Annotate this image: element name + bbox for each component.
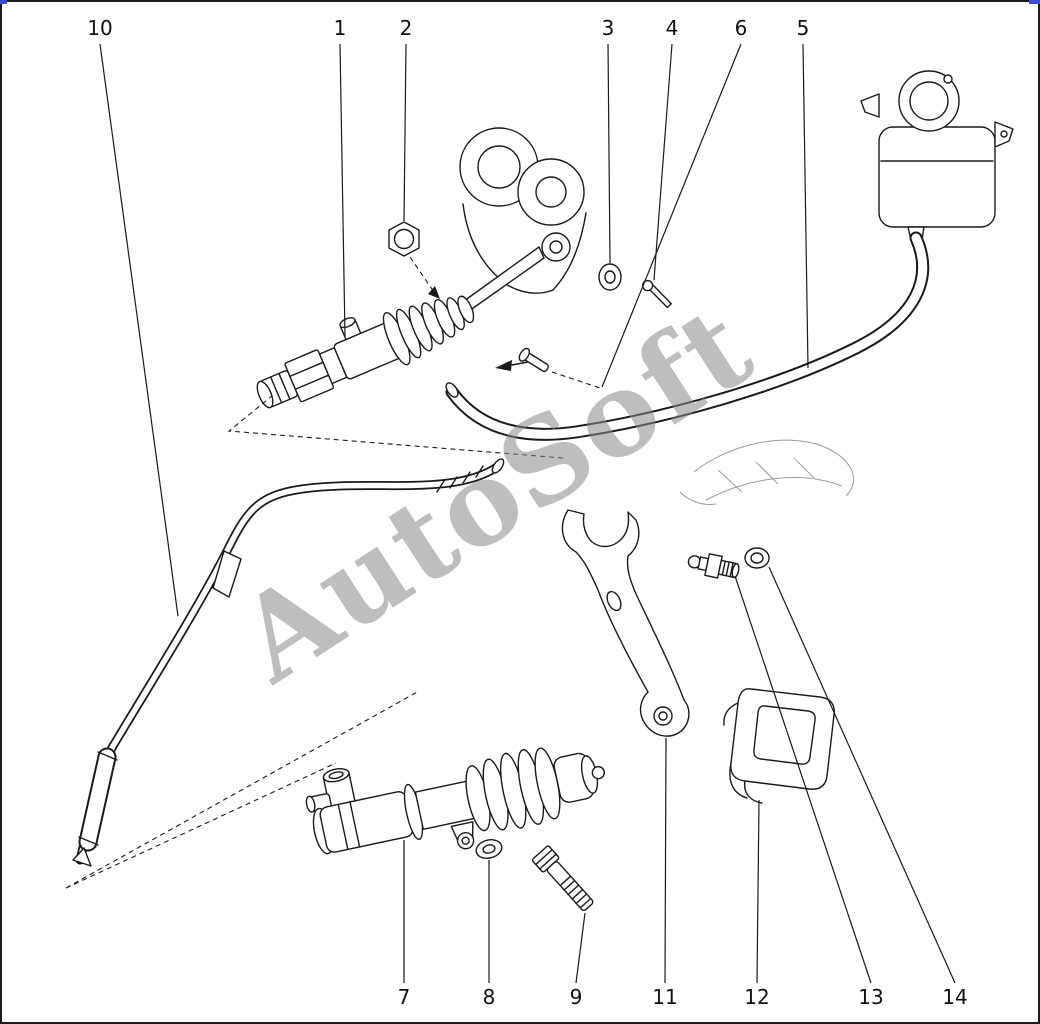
pipe-tip	[72, 847, 92, 867]
release-fork	[561, 509, 690, 737]
hose-end	[445, 382, 459, 398]
callout-10[interactable]: 10	[87, 16, 112, 40]
fluid-reservoir	[860, 70, 1014, 241]
clevis-pin	[495, 347, 601, 389]
callout-1[interactable]: 1	[334, 16, 347, 40]
callout-2[interactable]: 2	[400, 16, 413, 40]
slave-cylinder	[305, 747, 606, 855]
washer-8	[475, 839, 503, 859]
reservoir-hose	[445, 231, 930, 441]
background-bracket	[679, 439, 855, 505]
clutch-pipe	[72, 458, 505, 867]
callout-9[interactable]: 9	[570, 985, 583, 1009]
watermark-text: AutoSoft	[214, 279, 776, 709]
callout-11[interactable]: 11	[652, 985, 677, 1009]
clevis-eye	[541, 232, 571, 262]
cotter-pin	[641, 279, 672, 309]
projection-lines-upper	[227, 395, 564, 459]
mounting-bolt	[531, 845, 594, 912]
projection-lines-lower	[65, 690, 420, 889]
scan-artifact-left	[0, 0, 7, 4]
reservoir-left-bracket	[860, 93, 880, 118]
pipe-bracket-tab	[212, 550, 242, 598]
bleed-valve	[687, 553, 740, 579]
washer-3	[598, 263, 622, 291]
callout-leader-lines	[99, 43, 956, 984]
pedal-bracket	[459, 127, 587, 294]
pin-arrow	[495, 360, 512, 371]
pushrod-nut	[388, 221, 440, 299]
rubber-boot	[723, 688, 835, 804]
callout-4[interactable]: 4	[666, 16, 679, 40]
fork-pivot-hole	[653, 706, 673, 726]
callout-3[interactable]: 3	[602, 16, 615, 40]
callout-13[interactable]: 13	[858, 985, 883, 1009]
pushrod	[463, 232, 571, 312]
callout-8[interactable]: 8	[483, 985, 496, 1009]
pipe-hatching	[436, 465, 484, 493]
master-cylinder	[256, 295, 475, 409]
scan-artifact-right	[1029, 0, 1040, 4]
callout-12[interactable]: 12	[744, 985, 769, 1009]
callout-14[interactable]: 14	[942, 985, 967, 1009]
washer-14	[744, 547, 770, 569]
reservoir-right-tab	[994, 121, 1014, 148]
callout-5[interactable]: 5	[797, 16, 810, 40]
install-arrow	[428, 286, 440, 299]
callout-6[interactable]: 6	[735, 16, 748, 40]
reservoir-cap	[898, 70, 960, 132]
callout-7[interactable]: 7	[398, 985, 411, 1009]
